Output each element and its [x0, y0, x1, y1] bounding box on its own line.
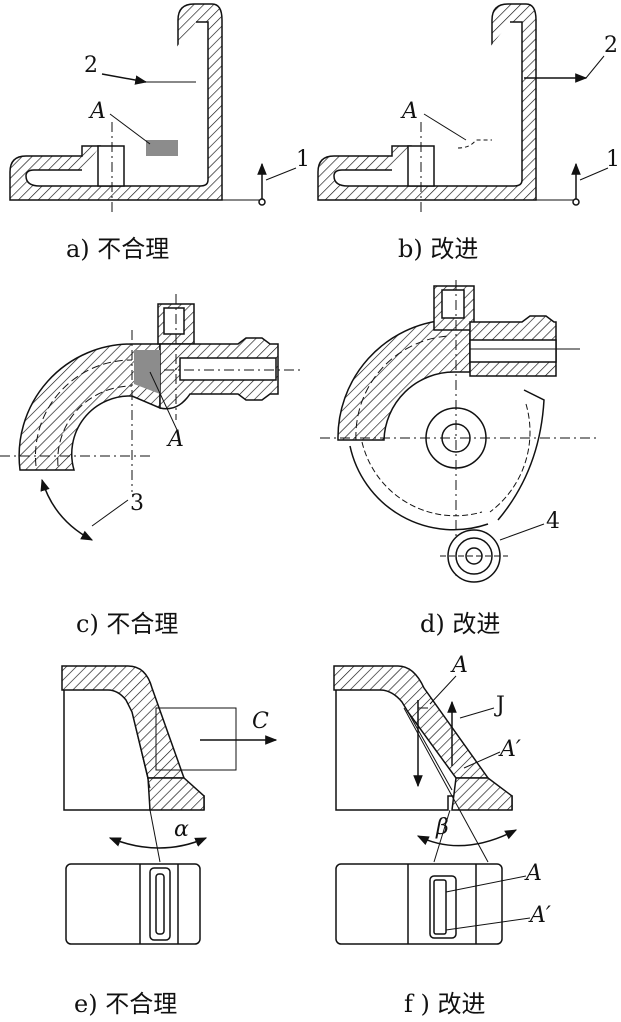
label-e-C: C — [252, 709, 269, 734]
caption-c: c) 不合理 — [76, 610, 178, 638]
panel-d-curved-pipe — [337, 319, 471, 441]
label-e-alpha: α — [174, 817, 189, 842]
label-d-4: 4 — [546, 509, 560, 534]
panel-c — [0, 294, 300, 541]
panel-c-shaded-area — [134, 350, 160, 394]
panel-f-top-flange — [333, 665, 490, 779]
caption-f: f ) 改进 — [404, 990, 486, 1018]
label-a-1: 1 — [296, 147, 310, 172]
label-a-2: 2 — [84, 53, 98, 78]
panel-f — [333, 665, 531, 945]
label-c-3: 3 — [130, 491, 144, 516]
caption-a: a) 不合理 — [66, 235, 169, 263]
panel-e — [61, 665, 278, 945]
caption-e: e) 不合理 — [74, 990, 177, 1018]
panel-e-top-flange — [61, 665, 186, 779]
label-f-A-prime-top: A′ — [498, 737, 521, 762]
label-b-A: A — [400, 99, 418, 124]
caption-d: d) 改进 — [420, 610, 500, 638]
panel-e-plan-view — [65, 863, 201, 945]
label-a-A: A — [88, 99, 106, 124]
label-c-A: A — [166, 427, 184, 452]
panel-a-boss-hole — [97, 145, 125, 187]
label-b-1: 1 — [606, 147, 620, 172]
caption-b: b) 改进 — [398, 235, 478, 263]
panel-a-shaded-area — [146, 140, 178, 156]
label-f-A-prime-bottom: A′ — [528, 903, 551, 928]
panel-d — [320, 280, 596, 583]
panel-a — [9, 3, 297, 214]
label-f-A-bottom: A — [524, 861, 542, 886]
label-b-2: 2 — [604, 33, 618, 58]
panel-f-plan-view — [335, 863, 503, 945]
label-f-beta: β — [435, 815, 449, 840]
label-f-A-top: A — [450, 653, 468, 678]
panel-b — [317, 3, 609, 214]
label-f-J: J — [494, 693, 505, 718]
